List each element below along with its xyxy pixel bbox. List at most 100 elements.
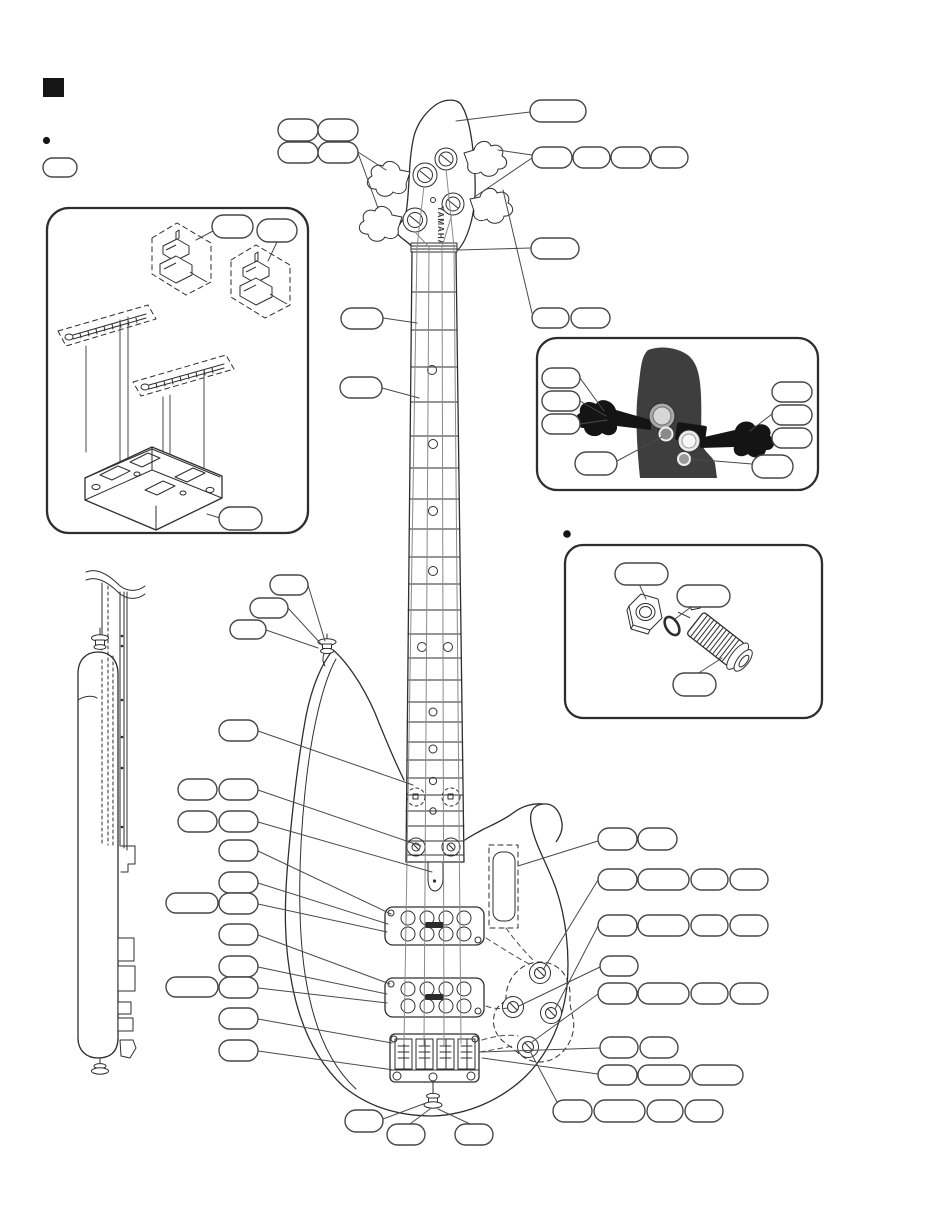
- callout-pill: [593, 1099, 646, 1123]
- pickup-logo: [425, 922, 444, 928]
- jack-detail-inset: [563, 543, 824, 720]
- callout-pill: [42, 157, 78, 178]
- tuner-bushing: [677, 452, 691, 466]
- bridge: [389, 1033, 480, 1083]
- callout-pill: [454, 1123, 494, 1146]
- callout-pill: [729, 982, 769, 1005]
- callout-pill: [531, 146, 573, 169]
- callout-pill: [317, 141, 359, 164]
- callout-pill: [574, 451, 618, 476]
- callout-pill: [165, 892, 219, 914]
- callout-pill: [277, 118, 319, 142]
- battery-box-dashed: [488, 844, 519, 929]
- callout-pill: [218, 810, 259, 833]
- callout-pill: [690, 868, 729, 891]
- callout-pill: [614, 562, 669, 586]
- callout-pill: [317, 118, 359, 142]
- side-knob: [117, 1017, 134, 1032]
- callout-pill: [599, 1036, 639, 1059]
- callout-pill: [340, 307, 384, 330]
- side-pickup: [117, 937, 135, 962]
- callout-pill: [637, 868, 690, 891]
- side-neck-lines: [119, 591, 128, 851]
- nut: [410, 242, 458, 253]
- callout-pill: [256, 218, 298, 243]
- callout-pill: [650, 146, 689, 169]
- callout-pill: [218, 719, 259, 742]
- callout-pill: [277, 141, 319, 164]
- callout-pill: [218, 955, 259, 978]
- bridge-exploded-inset: [45, 206, 310, 535]
- callout-pill: [177, 778, 218, 801]
- tuner-ferrule: [402, 207, 428, 233]
- callout-pill: [218, 923, 259, 946]
- callout-pill: [218, 1007, 259, 1030]
- body-contour-line: [299, 658, 357, 1090]
- knob: [540, 1002, 562, 1024]
- tuner-keys: [358, 140, 514, 242]
- wiring-dashed-lines: [479, 927, 536, 1053]
- inset-frame: [535, 336, 820, 492]
- inset-frame: [563, 543, 824, 720]
- neck-pickup: [384, 906, 485, 946]
- tuner-ferrule: [434, 147, 458, 171]
- tuner-ferrules: [402, 147, 465, 233]
- callout-pill: [344, 1109, 384, 1133]
- tuning-machine-left: [575, 400, 676, 442]
- saddle-kit-dashed-box: [230, 244, 291, 319]
- callout-pill: [684, 1099, 724, 1123]
- callout-pill: [541, 390, 581, 412]
- callout-pill: [690, 982, 729, 1005]
- callout-pill: [691, 1064, 744, 1086]
- callout-pill: [211, 214, 254, 239]
- side-headstock-edge: [85, 578, 146, 599]
- callout-pill: [637, 982, 690, 1005]
- strap-pin-top: [317, 633, 337, 667]
- brand-logo-text: YAMAHA: [436, 206, 445, 246]
- side-pickup: [117, 965, 136, 992]
- washer: [663, 615, 681, 637]
- callout-pill: [218, 1039, 259, 1062]
- callout-pill: [610, 146, 651, 169]
- body-cutaway: [464, 803, 544, 841]
- callout-pill: [599, 955, 639, 977]
- intonation-screw: [64, 313, 147, 341]
- callout-pill: [218, 892, 259, 915]
- callout-pill: [771, 427, 813, 449]
- tuner-bushing: [658, 426, 674, 442]
- callout-pill: [249, 597, 289, 619]
- callout-pill: [269, 574, 309, 596]
- side-jack-plate: [119, 1039, 137, 1059]
- saddle-parts: [159, 229, 208, 284]
- callout-pill: [339, 376, 383, 399]
- callout-pill: [771, 381, 813, 403]
- screw-dashed-box: [57, 304, 157, 347]
- callout-pill: [552, 1099, 593, 1123]
- callout-pill: [541, 413, 581, 435]
- callout-pill: [570, 307, 611, 329]
- side-view: [77, 570, 146, 1075]
- saddle-kit-dashed-box: [151, 222, 212, 296]
- strap-pin-bottom: [423, 1081, 443, 1109]
- side-body-outline: [77, 651, 119, 1059]
- callout-pill: [637, 827, 678, 851]
- callout-pill: [597, 982, 638, 1005]
- hex-nut: [626, 593, 663, 635]
- side-knob: [117, 1001, 132, 1015]
- pickup-logo: [425, 994, 444, 1000]
- leader-lines: [195, 111, 773, 1125]
- callout-pill: [637, 1064, 691, 1086]
- callout-pill: [597, 1064, 638, 1086]
- side-position-dots: [120, 634, 124, 829]
- callout-pill: [531, 307, 570, 329]
- intonation-screw: [140, 363, 225, 391]
- callout-pill: [597, 868, 638, 891]
- callout-pill: [672, 672, 717, 697]
- upper-horn-inner-edge: [332, 649, 405, 781]
- strings: [403, 168, 462, 1047]
- tuner-key: [700, 421, 775, 458]
- tuning-fork-logo-icon: [430, 197, 436, 203]
- callout-pill: [771, 404, 813, 426]
